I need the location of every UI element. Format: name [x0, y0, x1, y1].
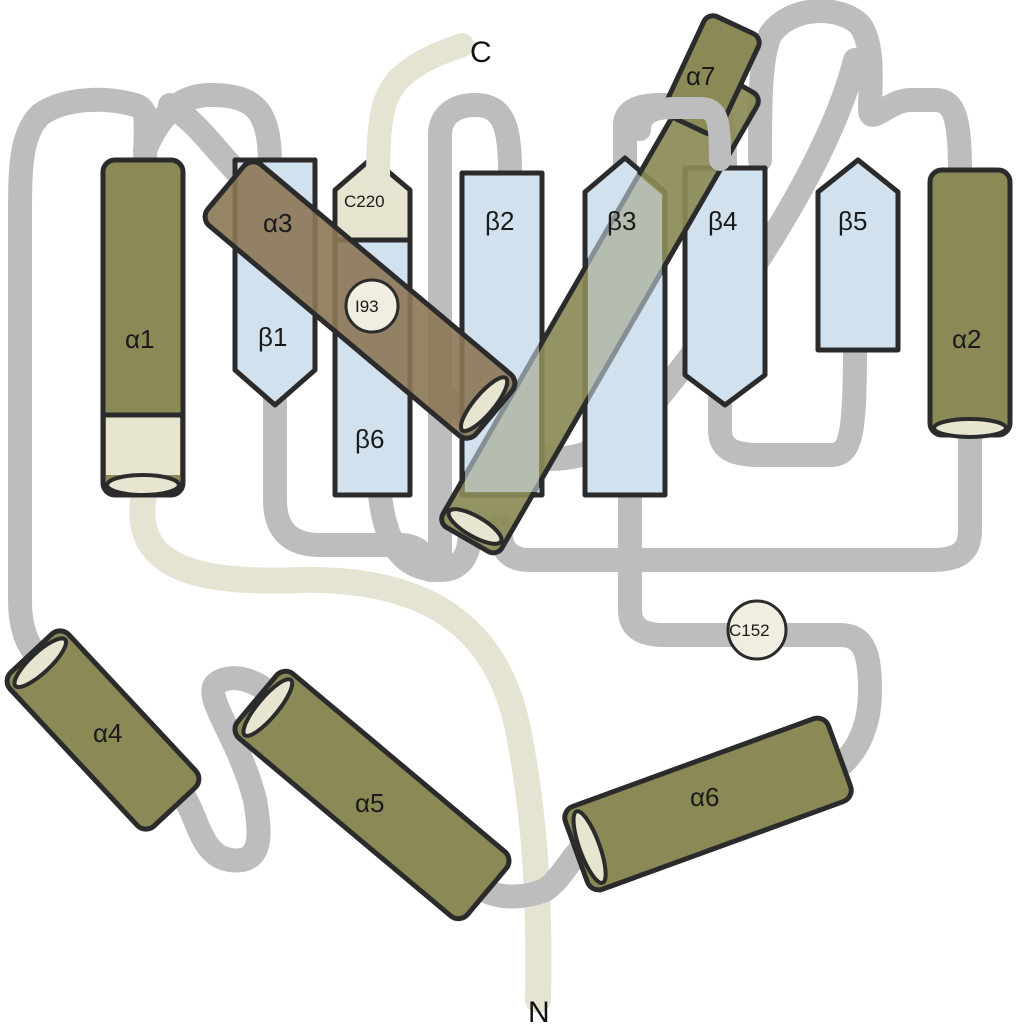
n-terminus-label: N	[528, 996, 550, 1024]
loop-a1-a4	[8, 87, 158, 677]
loop-b3-a6	[618, 483, 882, 782]
strand-b2-label: β2	[485, 206, 514, 236]
strand-b3-label: β3	[607, 206, 636, 236]
loop-to-a3	[158, 93, 252, 187]
helix-a6-label: α6	[690, 782, 720, 812]
n-terminal-tail	[129, 477, 552, 1013]
strand-b4	[682, 165, 768, 408]
residue-i93-label: I93	[355, 297, 379, 316]
strand-b5	[815, 157, 901, 353]
strand-b1-label: β1	[258, 322, 287, 352]
loop-b3-top-over	[629, 97, 731, 171]
helix-a7-label: α7	[686, 61, 716, 91]
loop-a1-b1	[133, 83, 282, 177]
loop-a4-a5	[168, 666, 297, 873]
c-terminal-tail	[366, 33, 474, 202]
c-terminus-label: C	[470, 36, 492, 69]
helix-a2	[927, 167, 1013, 439]
residue-c152-marker	[726, 599, 788, 661]
strand-b5-label: β5	[838, 206, 867, 236]
loop-b4-b5	[708, 338, 867, 467]
strand-b6-label: β6	[355, 424, 384, 454]
residue-c152-label: C152	[729, 621, 770, 640]
helix-a1-label: α1	[125, 324, 155, 354]
helix-a1	[100, 157, 186, 498]
strand-b4-label: β4	[708, 206, 737, 236]
residue-c220-label: C220	[344, 192, 385, 211]
strand-overlay	[465, 163, 662, 492]
helix-a3-label: α3	[263, 208, 293, 238]
helix-a5-label: α5	[355, 788, 385, 818]
helix-a5	[232, 668, 512, 922]
helix-a6	[562, 715, 854, 893]
helix-a4	[4, 628, 202, 832]
helix-a2-label: α2	[952, 324, 982, 354]
loop-b2-arch	[428, 93, 522, 572]
residue-i93-marker	[344, 278, 400, 334]
helix-a4-label: α4	[93, 718, 123, 748]
loop-top-right	[748, 0, 972, 182]
